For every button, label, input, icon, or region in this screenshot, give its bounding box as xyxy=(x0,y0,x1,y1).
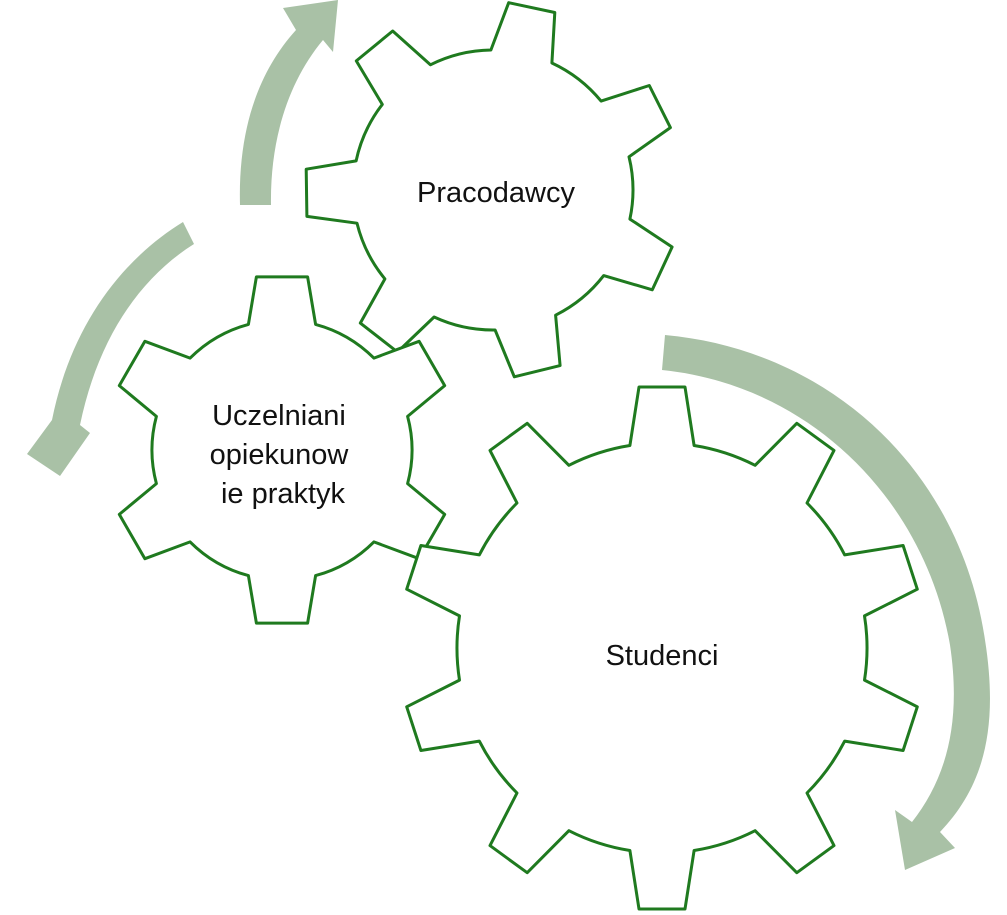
label-studenci-line-1: Studenci xyxy=(606,640,719,672)
gear-labels: Pracodawcy Uczelniani opiekunow ie prakt… xyxy=(210,177,719,672)
label-uczelniani-line-2: opiekunow xyxy=(210,439,350,471)
label-uczelniani: Uczelniani opiekunow ie praktyk xyxy=(210,400,357,510)
arrow-to-uczelniani xyxy=(27,222,194,476)
arrow-to-pracodawcy xyxy=(239,0,338,205)
gear-pracodawcy xyxy=(304,1,674,379)
label-uczelniani-line-3: ie praktyk xyxy=(221,478,346,510)
label-studenci: Studenci xyxy=(606,640,719,672)
gears xyxy=(117,1,919,911)
cycle-arrows xyxy=(27,0,990,870)
gear-uczelniani xyxy=(117,275,447,625)
gear-studenci xyxy=(405,385,919,911)
label-uczelniani-line-1: Uczelniani xyxy=(212,400,346,432)
arrow-to-studenci xyxy=(662,335,990,870)
label-pracodawcy: Pracodawcy xyxy=(417,177,575,209)
label-pracodawcy-line-1: Pracodawcy xyxy=(417,177,575,209)
